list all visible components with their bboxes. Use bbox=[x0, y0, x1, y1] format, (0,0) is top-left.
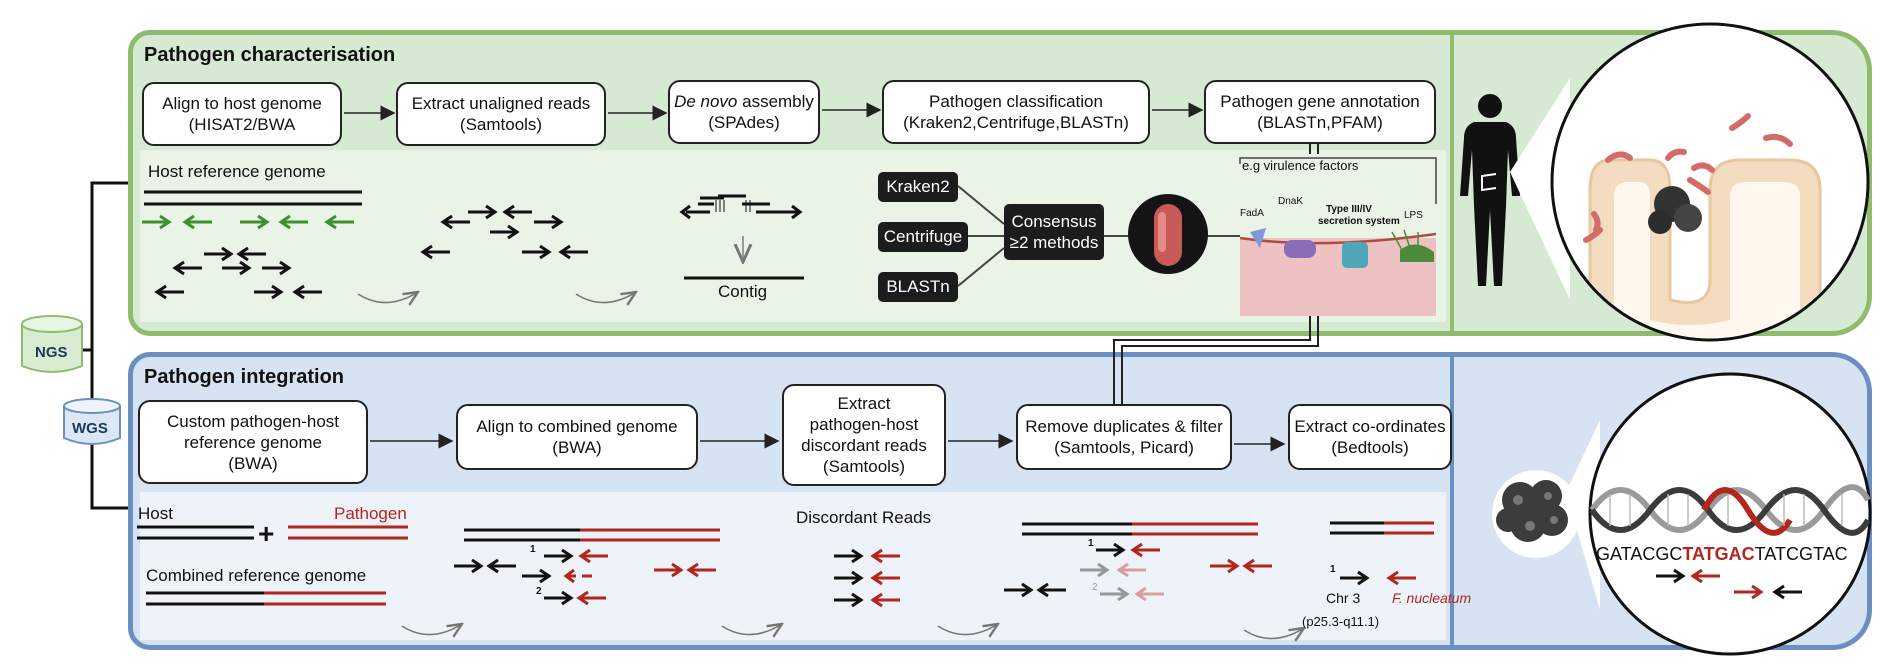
label-secretion-2: secretion system bbox=[1318, 216, 1400, 227]
step-label: Extract bbox=[837, 394, 891, 413]
read-mark-1: 1 bbox=[530, 544, 536, 555]
consensus-box: Consensus ≥2 methods bbox=[1004, 204, 1104, 260]
step-remove-duplicates: Remove duplicates & filter (Samtools, Pi… bbox=[1016, 404, 1232, 470]
species-label: F. nucleatum bbox=[1392, 590, 1472, 606]
step-label-em: De novo bbox=[674, 92, 738, 111]
chr-label: Chr 3 bbox=[1326, 590, 1361, 606]
step-tool: (Kraken2,Centrifuge,BLASTn) bbox=[903, 113, 1129, 132]
human-body-icon bbox=[1460, 94, 1520, 286]
step-tool: (SPAdes) bbox=[708, 113, 780, 132]
label-secretion-1: Type III/IV bbox=[1326, 204, 1372, 215]
sequence-insertion: TATGAC bbox=[1682, 544, 1755, 564]
locus-label: (p25.3-q11.1) bbox=[1302, 614, 1380, 629]
step-label: Pathogen classification bbox=[929, 92, 1103, 111]
ngs-label: NGS bbox=[35, 344, 68, 361]
host-label: Host bbox=[138, 504, 173, 523]
step-extract-coordinates: Extract co-ordinates (Bedtools) bbox=[1288, 404, 1452, 470]
wgs-cylinder bbox=[63, 398, 121, 445]
discordant-reads-label: Discordant Reads bbox=[796, 508, 932, 527]
step-label: Pathogen gene annotation bbox=[1220, 92, 1420, 111]
step-tool: (Samtools) bbox=[459, 115, 543, 134]
read-mark-2: 2 bbox=[536, 586, 542, 597]
step-label: Custom pathogen-host bbox=[167, 411, 339, 431]
plus-sign: + bbox=[258, 518, 275, 549]
step-label: discordant reads bbox=[801, 436, 927, 455]
sequence-left: GATACGC bbox=[1596, 544, 1683, 564]
step-tool: (Samtools, Picard) bbox=[1054, 438, 1194, 457]
step-align-combined: Align to combined genome (BWA) bbox=[456, 404, 698, 470]
read-mark-1b: 1 bbox=[1088, 538, 1094, 549]
step-tool: (Samtools) bbox=[822, 457, 906, 476]
ngs-cylinder bbox=[21, 315, 83, 373]
step-align-host: Align to host genome (HISAT2/BWA bbox=[142, 82, 342, 146]
step-label: Align to host genome bbox=[162, 94, 322, 113]
step-extract-discordant: Extract pathogen-host discordant reads (… bbox=[782, 384, 946, 486]
section-title-characterisation: Pathogen characterisation bbox=[144, 44, 396, 66]
label-lps: LPS bbox=[1404, 210, 1423, 221]
section-title-integration: Pathogen integration bbox=[144, 366, 344, 388]
tool-centrifuge: Centrifuge bbox=[878, 222, 968, 252]
consensus-line2: ≥2 methods bbox=[1009, 233, 1099, 252]
step-label: Extract co-ordinates bbox=[1294, 417, 1446, 436]
tool-blastn: BLASTn bbox=[878, 272, 958, 302]
step-extract-unaligned: Extract unaligned reads (Samtools) bbox=[396, 82, 606, 146]
step-label: Align to combined genome bbox=[476, 417, 678, 436]
host-reference-label: Host reference genome bbox=[148, 162, 326, 181]
step-denovo-assembly: De novo assembly (SPAdes) bbox=[668, 80, 820, 144]
step-custom-reference: Custom pathogen-host reference genome (B… bbox=[138, 400, 368, 484]
step-tool: (BLASTn,PFAM) bbox=[1257, 113, 1383, 132]
step-pathogen-classification: Pathogen classification (Kraken2,Centrif… bbox=[882, 80, 1150, 144]
step-gene-annotation: Pathogen gene annotation (BLASTn,PFAM) bbox=[1204, 80, 1436, 144]
step-label: pathogen-host bbox=[809, 415, 919, 434]
step-tool: (Bedtools) bbox=[1331, 438, 1409, 457]
step-label: assembly bbox=[737, 92, 814, 111]
label-fada: FadA bbox=[1240, 208, 1264, 219]
step-tool: (BWA) bbox=[552, 438, 602, 457]
consensus-line1: Consensus bbox=[1011, 212, 1097, 231]
read-mark-1c: 1 bbox=[1330, 564, 1336, 575]
dna-sequence: GATACGCTATGACTATCGTAC bbox=[1596, 544, 1848, 565]
label-dnak: DnaK bbox=[1278, 196, 1304, 207]
combined-reference-label: Combined reference genome bbox=[146, 566, 367, 585]
step-label: Remove duplicates & filter bbox=[1025, 417, 1223, 436]
sequence-right: TATCGTAC bbox=[1754, 544, 1848, 564]
pathogen-label: Pathogen bbox=[334, 504, 407, 523]
contig-label: Contig bbox=[718, 282, 768, 301]
read-mark-2b: 2 bbox=[1092, 582, 1098, 593]
tool-kraken2: Kraken2 bbox=[878, 172, 958, 202]
wgs-label: WGS bbox=[72, 420, 108, 437]
step-tool: (BWA) bbox=[228, 453, 278, 473]
step-label: reference genome bbox=[184, 432, 322, 452]
virulence-factors-label: e.g virulence factors bbox=[1242, 158, 1359, 173]
step-tool: (HISAT2/BWA bbox=[188, 115, 296, 134]
step-label: Extract unaligned reads bbox=[411, 94, 591, 113]
